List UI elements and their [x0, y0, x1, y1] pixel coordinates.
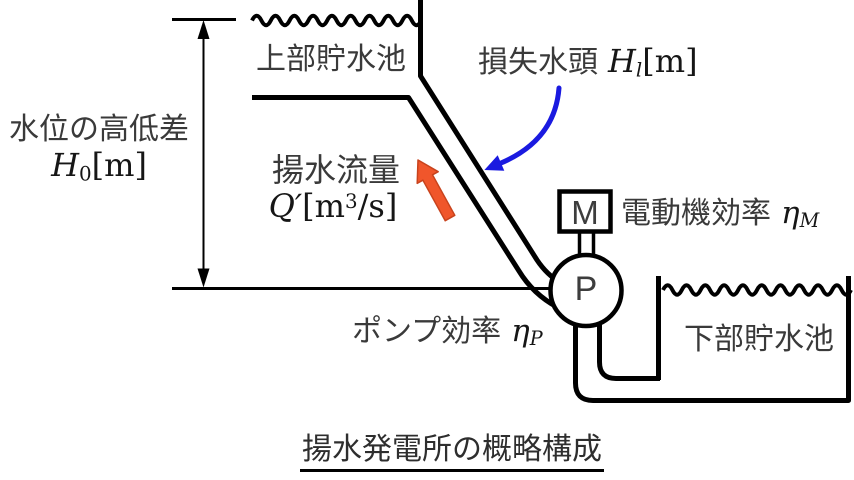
- pump-symbol-letter: P: [574, 270, 598, 308]
- height-diff-arrowhead-down-icon: [197, 268, 210, 288]
- pump-eff-sub: P: [529, 327, 543, 351]
- motor-label: 電動機効率: [621, 197, 771, 230]
- head-loss-label-group: 損失水頭 Hl[m]: [478, 42, 698, 82]
- height-diff-sym: H: [51, 146, 79, 184]
- pump-flow-sym: Q′: [268, 187, 303, 225]
- head-loss-sym: H: [608, 42, 636, 80]
- pump-flow-unit-open: [m: [302, 187, 345, 225]
- head-loss-unit: [m]: [642, 42, 698, 80]
- height-diff-symbol: H0[m]: [0, 146, 198, 186]
- lower-pipe-outer-wall: [573, 276, 851, 403]
- upper-reservoir-water-wave: [250, 13, 423, 28]
- height-diff-label: 水位の高低差: [9, 113, 189, 146]
- lower-reservoir-water-wave: [661, 283, 853, 297]
- pump-flow-symbol: Q′[m3/s]: [238, 187, 428, 225]
- pump-eff-sym: η: [511, 313, 530, 349]
- height-diff-arrowhead-up-icon: [197, 20, 210, 39]
- pump-label: ポンプ効率: [352, 315, 502, 348]
- pump-flow-label: 揚水流量: [271, 152, 400, 188]
- head-loss-arrow-curve: [498, 85, 562, 166]
- pump-flow-sup: 3: [345, 190, 358, 214]
- pump-eff-symbol: ηP: [511, 313, 543, 351]
- lower-reservoir-label: 下部貯水池: [684, 323, 834, 356]
- lower-pipe-inner-wall: [597, 318, 660, 381]
- height-diff-sub: 0: [78, 162, 92, 186]
- motor-label-group: 電動機効率 ηM: [621, 195, 820, 233]
- pump-flow-unit-close: /s]: [357, 187, 398, 225]
- pump-circle: [548, 252, 624, 329]
- motor-symbol-letter: M: [571, 194, 599, 231]
- head-loss-symbol: Hl[m]: [608, 42, 698, 82]
- diagram-caption: 揚水発電所の概略構成: [300, 434, 604, 472]
- upper-reservoir-label: 上部貯水池: [256, 43, 406, 76]
- motor-eff-sub: M: [799, 209, 820, 233]
- motor-box: [557, 189, 613, 234]
- pump-label-group: ポンプ効率 ηP: [352, 313, 543, 351]
- motor-eff-sym: η: [781, 195, 800, 231]
- motor-eff-symbol: ηM: [781, 195, 820, 233]
- head-loss-arrowhead-icon: [484, 155, 505, 171]
- penstock-outer-wall: [418, 0, 563, 286]
- head-loss-sub: l: [635, 58, 643, 82]
- head-loss-label: 損失水頭: [478, 46, 598, 79]
- pump-flow-arrow-icon: [416, 159, 456, 222]
- height-diff-unit: [m]: [91, 146, 147, 184]
